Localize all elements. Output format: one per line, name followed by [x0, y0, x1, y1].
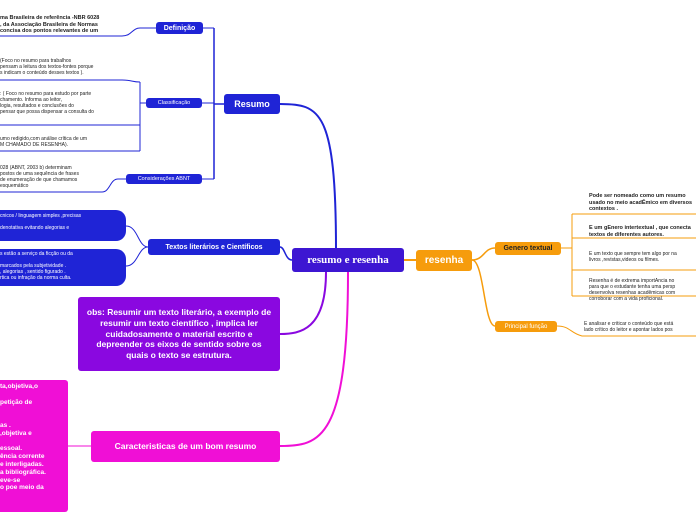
genero-textual-node[interactable]: Genero textual — [495, 242, 561, 255]
genero-text-2: É um gÊnero intertextual , que conecta t… — [589, 225, 691, 238]
link-funcao-item — [556, 325, 696, 337]
classificacao-text-2: : ( Foco no resumo para estudo por parte… — [0, 91, 94, 115]
resenha-label: resenha — [424, 255, 464, 266]
classificacao-text-3: umo redigido,com análise crítica de um M… — [0, 136, 87, 148]
link-literarios-boxes — [125, 225, 149, 267]
abnt-text: 028 (ABNT, 2003 b) determinam postos de … — [0, 165, 79, 189]
link-resumo-spine — [213, 28, 224, 179]
principal-funcao-node[interactable]: Principal função — [495, 321, 557, 332]
link-abnt — [0, 178, 214, 193]
link-definicao — [0, 27, 214, 37]
link-root-caracteristicas — [279, 271, 349, 447]
genero-text-4: Resenha é de extrema importÂncia no para… — [589, 278, 676, 302]
caracteristicas-box: ta,objetiva,o petição de as . ,objetiva … — [0, 380, 68, 512]
link-resenha-funcao — [471, 259, 496, 327]
resumo-node[interactable]: Resumo — [224, 94, 280, 114]
literarios-box-1-text: cnicos / linguagem simples ,precisas den… — [0, 213, 82, 231]
resumo-label: Resumo — [234, 99, 270, 109]
funcao-text: É analisar e criticar o conteúdo que est… — [584, 321, 674, 333]
classificacao-node[interactable]: Classificação — [146, 98, 202, 108]
root-node[interactable]: resumo e resenha — [292, 248, 404, 272]
definicao-text: ma Brasileira de referência -NBR 6028 , … — [0, 15, 100, 35]
link-genero-items — [561, 213, 696, 297]
obs-text: obs: Resumir um texto literário, a exemp… — [86, 307, 272, 360]
caracteristicas-text: ta,objetiva,o petição de as . ,objetiva … — [0, 383, 46, 492]
literarios-box-2: s estão a serviço da ficção ou da marcad… — [0, 249, 126, 286]
textos-literarios-label: Textos literários e Científicos — [165, 243, 263, 251]
genero-textual-label: Genero textual — [503, 245, 553, 252]
definicao-node[interactable]: Definição — [156, 22, 203, 34]
link-root-obs — [279, 271, 327, 335]
classificacao-text-1: (Foco no resumo para trabalhos pensam a … — [0, 58, 94, 76]
principal-funcao-label: Principal função — [504, 323, 548, 330]
definicao-label: Definição — [163, 24, 196, 32]
classificacao-label: Classificação — [157, 100, 191, 106]
obs-node[interactable]: obs: Resumir um texto literário, a exemp… — [78, 297, 280, 371]
root-label: resumo e resenha — [307, 254, 389, 266]
caracteristicas-node[interactable]: Caracteristicas de um bom resumo — [91, 431, 280, 462]
link-root-literarios — [279, 246, 293, 261]
consideracoes-abnt-node[interactable]: Considerações ABNT — [126, 174, 202, 184]
link-classificacao — [0, 79, 214, 152]
literarios-box-2-text: s estão a serviço da ficção ou da marcad… — [0, 251, 73, 281]
caracteristicas-label: Caracteristicas de um bom resumo — [114, 441, 257, 452]
literarios-box-1: cnicos / linguagem simples ,precisas den… — [0, 210, 126, 241]
link-root-resumo — [279, 103, 337, 251]
resenha-node[interactable]: resenha — [416, 250, 472, 271]
genero-text-3: É um texto que sempre tem algo por na li… — [589, 251, 677, 263]
consideracoes-abnt-label: Considerações ABNT — [137, 176, 191, 182]
link-resenha-genero — [471, 247, 496, 261]
genero-text-1: Pode ser nomeado como um resumo usado no… — [589, 193, 693, 213]
textos-literarios-node[interactable]: Textos literários e Científicos — [148, 239, 280, 255]
